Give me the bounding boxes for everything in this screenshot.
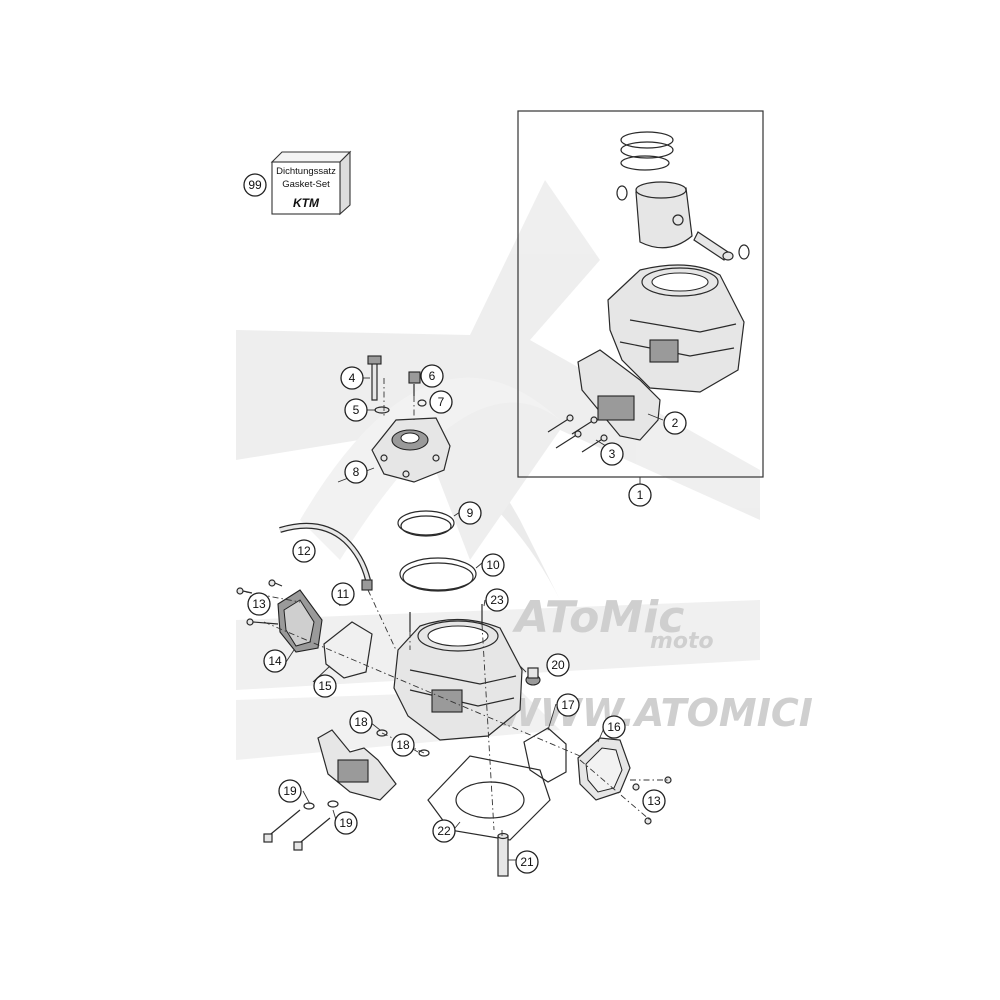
piston-pin bbox=[693, 231, 734, 261]
callout-17: 17 bbox=[556, 693, 580, 717]
svg-text:7: 7 bbox=[438, 395, 445, 409]
watermark-sub-text: moto bbox=[650, 629, 714, 654]
callout-1: 1 bbox=[628, 483, 652, 507]
svg-text:15: 15 bbox=[318, 679, 332, 693]
callout-19a: 19 bbox=[278, 779, 302, 803]
svg-text:4: 4 bbox=[349, 371, 356, 385]
oring-18a bbox=[376, 729, 388, 737]
svg-text:20: 20 bbox=[551, 658, 565, 672]
callout-23: 23 bbox=[485, 588, 509, 612]
gasket-set-box: Dichtungssatz Gasket-Set KTM bbox=[270, 150, 352, 216]
callout-12: 12 bbox=[292, 539, 316, 563]
svg-text:13: 13 bbox=[252, 597, 266, 611]
callout-4: 4 bbox=[340, 366, 364, 390]
callout-6: 6 bbox=[420, 364, 444, 388]
svg-text:5: 5 bbox=[353, 403, 360, 417]
svg-text:12: 12 bbox=[297, 544, 311, 558]
svg-text:16: 16 bbox=[607, 720, 621, 734]
head-washer bbox=[374, 406, 390, 414]
callout-15: 15 bbox=[313, 674, 337, 698]
head-oring bbox=[417, 399, 427, 407]
left-valve-cover bbox=[277, 589, 323, 653]
circlip-right bbox=[738, 244, 750, 260]
svg-text:2: 2 bbox=[672, 416, 679, 430]
gasket-set-brand: KTM bbox=[293, 196, 320, 210]
svg-text:9: 9 bbox=[467, 506, 474, 520]
callout-7: 7 bbox=[429, 390, 453, 414]
callout-21: 21 bbox=[515, 850, 539, 874]
gasket-set-label-de: Dichtungssatz bbox=[276, 166, 336, 177]
svg-text:6: 6 bbox=[429, 369, 436, 383]
head-oring-9 bbox=[397, 510, 455, 536]
svg-text:14: 14 bbox=[268, 654, 282, 668]
callout-9: 9 bbox=[458, 501, 482, 525]
callout-19b: 19 bbox=[334, 811, 358, 835]
kit-exhaust-cover bbox=[577, 349, 661, 441]
callout-14: 14 bbox=[263, 649, 287, 673]
callout-20: 20 bbox=[546, 653, 570, 677]
exhaust-nut bbox=[525, 667, 541, 686]
exhaust-flange bbox=[317, 729, 397, 801]
right-valve-cover bbox=[577, 737, 631, 801]
callout-2: 2 bbox=[663, 411, 687, 435]
callout-8: 8 bbox=[344, 460, 368, 484]
svg-text:19: 19 bbox=[339, 816, 353, 830]
cylinder-kit-frame bbox=[517, 110, 764, 478]
gasket-set-label-en: Gasket-Set bbox=[282, 179, 330, 190]
callout-18a: 18 bbox=[349, 710, 373, 734]
head-nut bbox=[408, 371, 421, 396]
svg-text:1: 1 bbox=[637, 488, 644, 502]
svg-text:19: 19 bbox=[283, 784, 297, 798]
callout-22: 22 bbox=[432, 819, 456, 843]
svg-text:17: 17 bbox=[561, 698, 575, 712]
head-oring-10 bbox=[399, 557, 477, 591]
svg-text:11: 11 bbox=[337, 587, 350, 601]
left-cover-gasket bbox=[323, 621, 373, 679]
callout-3: 3 bbox=[600, 442, 624, 466]
main-cylinder bbox=[393, 618, 523, 741]
head-bolt bbox=[367, 355, 382, 401]
svg-text:18: 18 bbox=[354, 715, 368, 729]
right-cover-gasket bbox=[523, 727, 567, 783]
watermark-logo-text: AToMic bbox=[512, 592, 684, 643]
svg-text:10: 10 bbox=[486, 558, 500, 572]
oring-18b bbox=[418, 749, 430, 757]
cylinder-head bbox=[371, 417, 451, 483]
lower-bolts bbox=[263, 800, 339, 851]
callout-10: 10 bbox=[481, 553, 505, 577]
svg-text:13: 13 bbox=[647, 794, 661, 808]
kit-cylinder bbox=[607, 264, 745, 393]
circlip-left bbox=[616, 185, 628, 201]
callout-99: 99 bbox=[243, 173, 267, 197]
callout-5: 5 bbox=[344, 398, 368, 422]
piston bbox=[635, 181, 693, 249]
dowel-pin bbox=[497, 832, 509, 877]
callout-11: 11 bbox=[331, 582, 355, 606]
callout-13-left: 13 bbox=[247, 592, 271, 616]
kit-bolts bbox=[547, 414, 608, 453]
callout-16: 16 bbox=[602, 715, 626, 739]
callout-13-right: 13 bbox=[642, 789, 666, 813]
svg-text:3: 3 bbox=[609, 447, 616, 461]
svg-text:22: 22 bbox=[437, 824, 451, 838]
callout-18b: 18 bbox=[391, 733, 415, 757]
hose-fitting bbox=[361, 579, 373, 591]
svg-text:18: 18 bbox=[396, 738, 410, 752]
piston-rings bbox=[620, 131, 674, 171]
svg-text:8: 8 bbox=[353, 465, 360, 479]
watermark-url-text: WWW.ATOMICI bbox=[498, 691, 813, 735]
svg-text:23: 23 bbox=[490, 593, 504, 607]
svg-text:21: 21 bbox=[520, 855, 534, 869]
svg-text:99: 99 bbox=[248, 178, 262, 192]
